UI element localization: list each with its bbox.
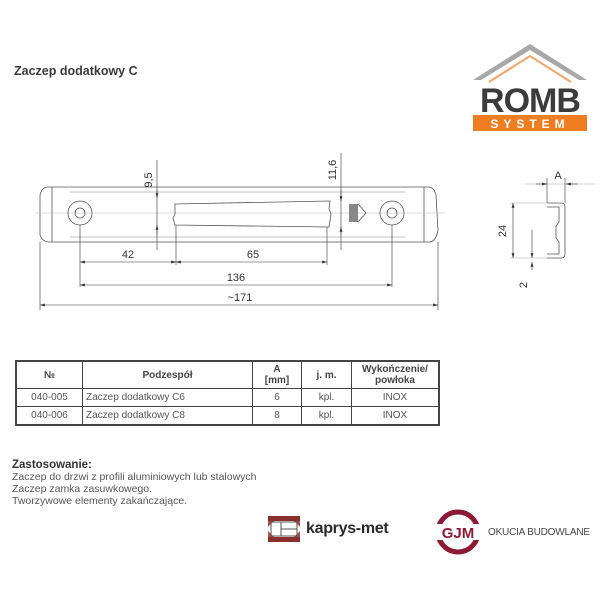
table-row: 040-006 Zaczep dodatkowy C8 8 kpl. INOX [15,406,440,426]
usage-line: Tworzywowe elementy zakańczające. [12,495,188,507]
header-no: № [15,360,83,389]
usage-line: Zaczep zamka zasuwkowego. [12,483,153,495]
usage-section: Zastosowanie: Zaczep do drzwi z profili … [12,459,257,507]
header-part: Podzespół [82,360,253,389]
cell-no: 040-006 [15,406,83,426]
dim-24: 24 [497,225,509,237]
gjm-emblem-icon: GJM [434,509,482,555]
dim-65: 65 [247,249,259,261]
specification-table: № Podzespół A[mm] j. m. Wykończenie/powł… [15,360,440,426]
system-word: SYSTEM [490,117,569,131]
dim-171: ~171 [228,292,253,304]
dim-11-6: 11,6 [327,160,339,181]
romb-system-logo: ROMB SYSTEM [473,44,587,131]
usage-line: Zaczep do drzwi z profili aluminiowych l… [12,471,257,483]
cell-part: Zaczep dodatkowy C6 [82,388,253,407]
usage-heading: Zastosowanie: [12,459,92,471]
dim-a: A [554,170,562,182]
kaprys-met-logo: kaprys-met [268,516,389,542]
gjm-logo: GJM OKUCIA BUDOWLANE [434,508,590,556]
cell-finish: INOX [351,388,440,407]
cell-part: Zaczep dodatkowy C8 [82,406,253,426]
table-header-row: № Podzespół A[mm] j. m. Wykończenie/powł… [15,360,440,389]
dim-42: 42 [122,249,134,261]
table-row: 040-005 Zaczep dodatkowy C6 6 kpl. INOX [15,388,440,407]
header-a: A[mm] [252,360,302,389]
strike-plate-side-view [547,202,566,259]
dimension-lines [39,153,439,310]
dim-2: 2 [518,282,530,288]
side-dimension-lines [510,178,595,270]
cell-finish: INOX [351,406,440,426]
technical-drawing: 9,5 11,6 42 65 136 ~171 A 24 2 [35,153,595,310]
romb-word: ROMB [480,82,580,120]
dim-136: 136 [227,272,245,284]
strike-plate-front-view [35,186,445,243]
kaprys-emblem-icon [268,516,300,542]
dim-9-5: 9,5 [143,172,155,187]
cell-unit: kpl. [301,406,352,426]
cell-a: 6 [252,388,302,407]
page-title: Zaczep dodatkowy C [14,64,138,78]
cell-unit: kpl. [301,388,352,407]
header-unit: j. m. [301,360,352,389]
header-finish: Wykończenie/powłoka [351,360,440,389]
cell-a: 8 [252,406,302,426]
cell-no: 040-005 [15,388,83,407]
svg-text:GJM: GJM [442,525,475,542]
kaprys-met-name: kaprys-met [306,520,389,537]
gjm-tagline: OKUCIA BUDOWLANE [488,526,590,538]
